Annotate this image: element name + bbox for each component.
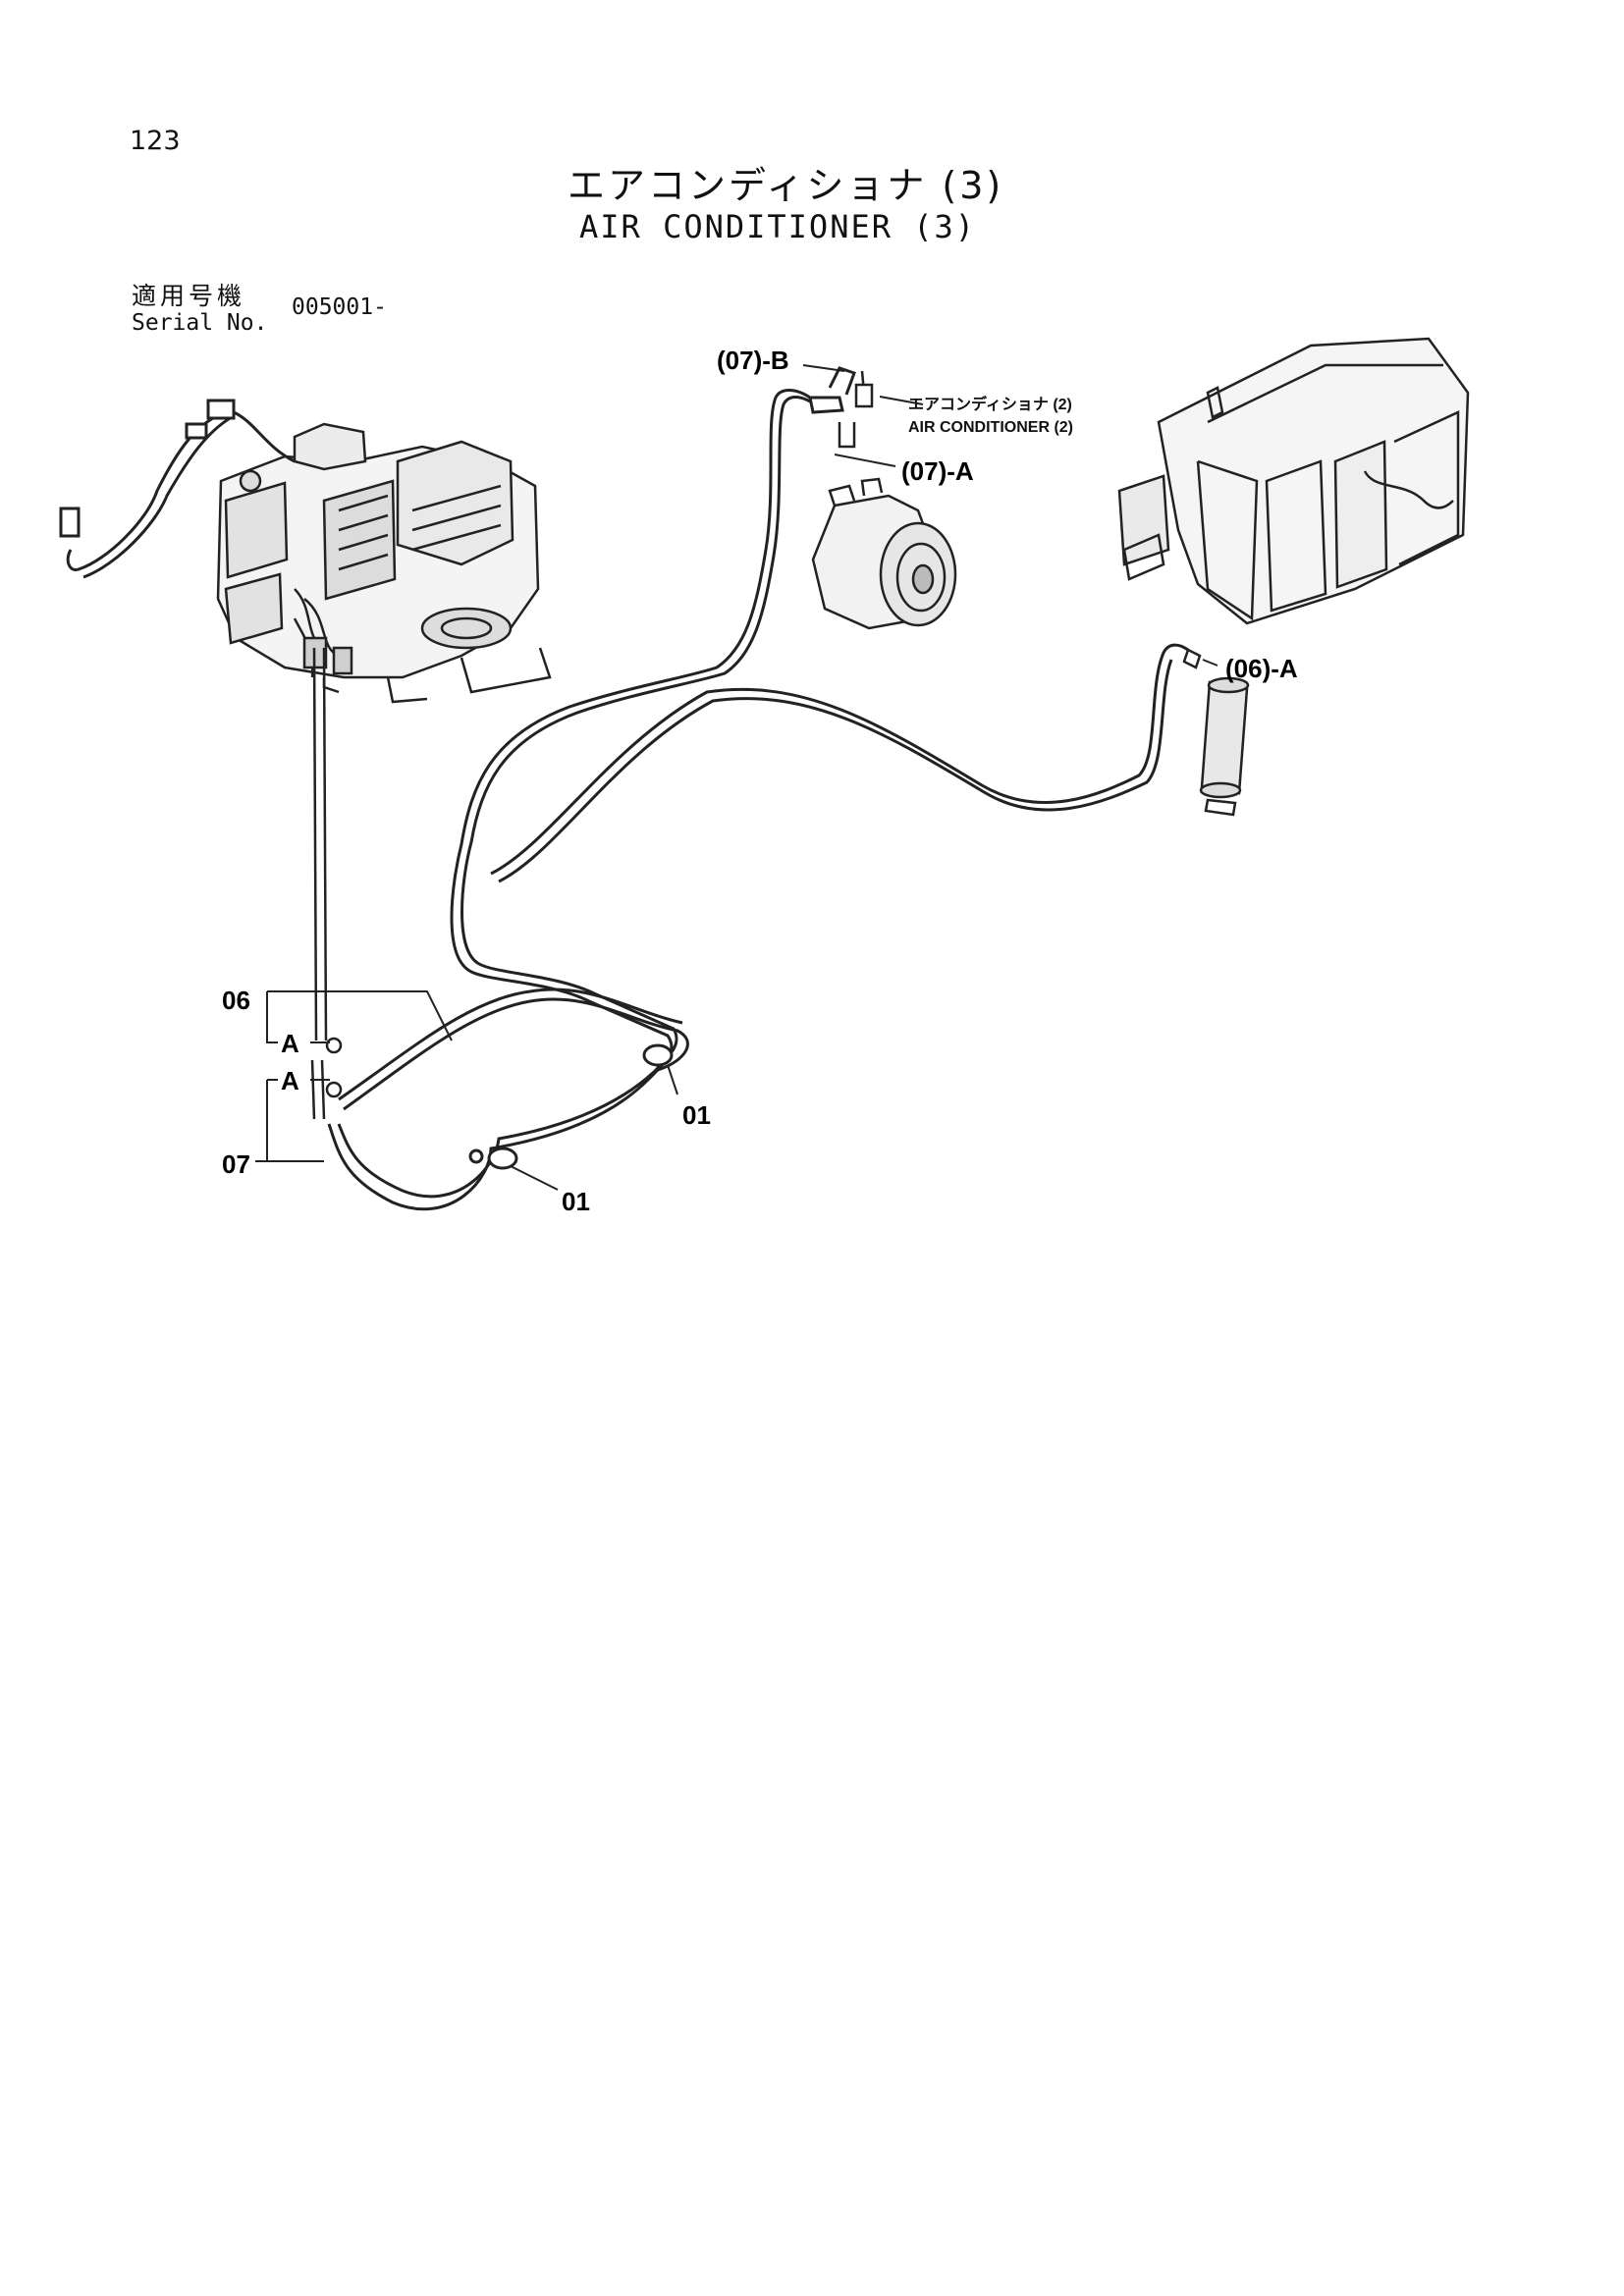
callout-07-a: (07)-A <box>901 456 974 486</box>
callout-06: 06 <box>222 986 250 1015</box>
page-title-japanese: エアコンディショナ (3) <box>568 164 1004 207</box>
callout-07-b: (07)-B <box>717 346 789 375</box>
receiver-dryer <box>1182 648 1250 817</box>
air-conditioner-unit <box>216 422 552 704</box>
reference-japanese: エアコンディショナ (2) <box>908 397 1072 413</box>
serial-number-value: 005001- <box>292 294 387 320</box>
leader-lines <box>255 364 1218 1191</box>
excavator-cab-illustration <box>1117 337 1470 625</box>
compressor <box>811 370 957 630</box>
page-number: 123 <box>130 126 181 156</box>
callout-01-lower: 01 <box>562 1187 590 1216</box>
callout-a-upper: A <box>281 1029 299 1058</box>
serial-label-japanese: 適用号機 <box>132 282 246 310</box>
callout-06-a: (06)-A <box>1225 654 1298 683</box>
callout-01-upper: 01 <box>682 1100 711 1130</box>
page-title-english: AIR CONDITIONER (3) <box>579 208 977 245</box>
serial-label-english: Serial No. <box>132 310 268 336</box>
callout-07: 07 <box>222 1149 250 1179</box>
reference-english: AIR CONDITIONER (2) <box>908 419 1073 436</box>
callout-a-lower: A <box>281 1066 299 1095</box>
wire-harness <box>59 399 296 579</box>
vertical-pipes <box>310 647 343 1120</box>
hose-assembly <box>327 366 1189 1211</box>
